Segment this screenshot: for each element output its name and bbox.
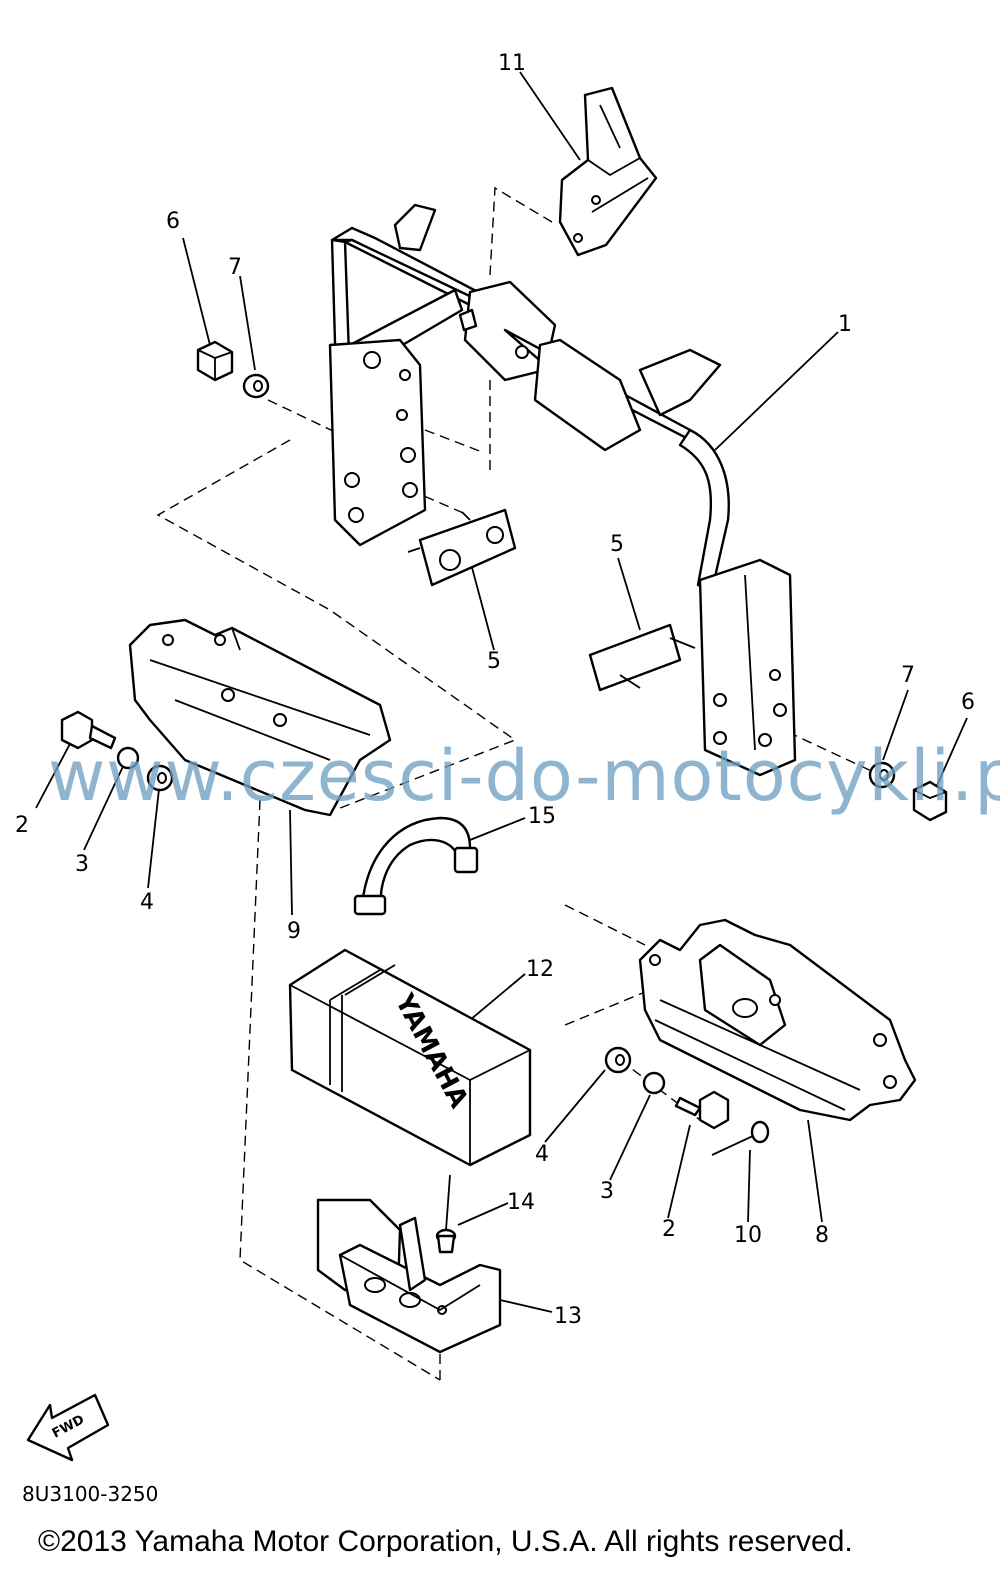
callout-11: 11: [498, 51, 526, 76]
part-3-washer-right: [642, 1071, 666, 1095]
part-14-pin: [435, 1174, 457, 1254]
callout-4: 4: [535, 1142, 549, 1167]
part-7-washer-left: [242, 373, 270, 399]
part-10-rivet: [711, 1120, 770, 1156]
part-9-bracket-left: [128, 618, 392, 817]
part-13-battery-tray: [316, 1198, 502, 1354]
fwd-arrow-icon: FWD: [26, 1393, 110, 1462]
callout-1: 1: [838, 312, 852, 337]
part-1-frame: [328, 203, 797, 777]
part-5-plate-lower: [588, 623, 696, 692]
copyright-notice: ©2013 Yamaha Motor Corporation, U.S.A. A…: [38, 1525, 853, 1558]
callout-6: 6: [166, 209, 180, 234]
callout-14: 14: [507, 1190, 535, 1215]
watermark-url: www.czesci-do-motocykli.pl: [48, 735, 1000, 817]
callout-7: 7: [228, 255, 242, 280]
callout-12: 12: [526, 957, 554, 982]
part-2-bolt-right: [674, 1090, 730, 1130]
callout-3: 3: [75, 852, 89, 877]
callout-4: 4: [140, 890, 154, 915]
part-12-battery: YAMAHA: [288, 948, 532, 1167]
callout-8: 8: [815, 1223, 829, 1248]
part-3-washer-left: [116, 746, 140, 770]
part-4-spacer-right: [604, 1046, 632, 1074]
callout-6: 6: [961, 690, 975, 715]
part-7-washer-right: [868, 761, 896, 789]
callout-10: 10: [734, 1223, 762, 1248]
callout-13: 13: [554, 1304, 582, 1329]
leader-lines: [35, 71, 968, 1313]
callout-3: 3: [600, 1179, 614, 1204]
part-2-bolt-left: [60, 710, 117, 750]
part-5-plate-upper: [407, 508, 517, 587]
part-4-spacer-left: [146, 764, 174, 792]
callout-9: 9: [287, 919, 301, 944]
callout-5: 5: [487, 649, 501, 674]
part-15-strap: [353, 816, 479, 916]
callout-5: 5: [610, 532, 624, 557]
callout-7: 7: [901, 663, 915, 688]
diagram-code: 8U3100-3250: [22, 1482, 159, 1506]
part-6-nut-right: [912, 780, 948, 822]
part-11-cover-bracket: [558, 86, 658, 257]
callout-2: 2: [15, 813, 29, 838]
part-6-nut-left: [196, 340, 234, 382]
callout-15: 15: [528, 804, 556, 829]
callout-2: 2: [662, 1217, 676, 1242]
part-8-bracket-right: [638, 918, 917, 1122]
